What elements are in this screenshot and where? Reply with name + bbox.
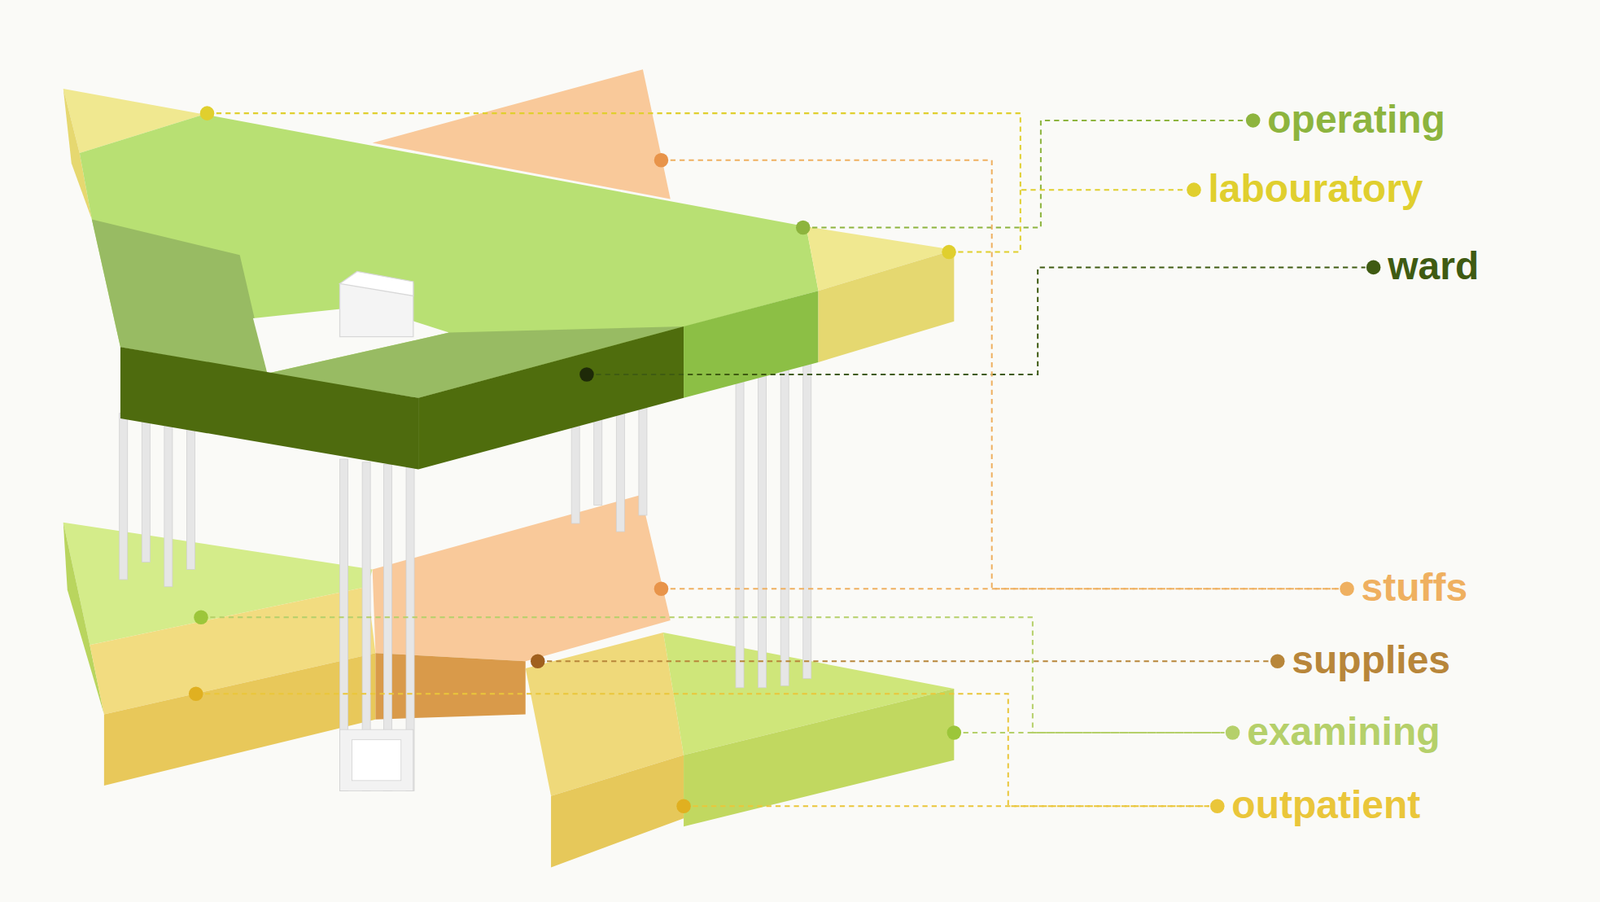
- zone-label: supplies: [1291, 638, 1451, 682]
- leader-dot: [1366, 260, 1382, 276]
- upper-floor: [63, 69, 955, 469]
- leader-dot: [654, 581, 669, 596]
- leader-dot: [188, 686, 204, 702]
- leader-line: [953, 731, 1225, 734]
- leader-line: [683, 804, 1210, 807]
- column: [119, 413, 128, 580]
- leader-dot: [947, 725, 962, 740]
- leader-line: [660, 587, 1339, 590]
- zone-label: operating: [1267, 97, 1446, 141]
- zone-label: stuffs: [1361, 566, 1469, 610]
- operating-slab-front: [683, 290, 819, 398]
- leader-line: [207, 113, 1186, 190]
- leader-dot: [530, 653, 546, 669]
- leader-dot: [1210, 798, 1225, 814]
- supplies-slab-front: [375, 652, 525, 719]
- column: [141, 415, 150, 562]
- leader-dot: [795, 220, 811, 236]
- leader-line: [201, 616, 1225, 733]
- leader-dot: [1225, 725, 1241, 740]
- column: [780, 361, 789, 687]
- lift-base: [340, 729, 414, 791]
- leader-line: [948, 189, 1021, 252]
- lift-car: [352, 739, 402, 781]
- examining-slab-side: [63, 522, 105, 715]
- leader-line: [586, 266, 1366, 375]
- leader-line: [660, 160, 1339, 589]
- ward-slab-front: [120, 346, 419, 469]
- leader-dots: [188, 105, 1381, 814]
- zone-label: ward: [1387, 244, 1479, 289]
- leader-dot: [1339, 581, 1355, 596]
- leader-dot: [1186, 182, 1202, 197]
- laboratory-slab-front: [818, 249, 955, 363]
- leader-line: [537, 660, 1270, 662]
- leader-dot: [193, 610, 209, 626]
- operating-slab-top: [79, 113, 819, 398]
- column: [186, 423, 195, 569]
- zone-label: labouratory: [1208, 167, 1424, 211]
- leader-dot: [1270, 653, 1286, 669]
- ward-inner-wall: [91, 218, 268, 373]
- leader-line: [196, 693, 1210, 806]
- leader-dot: [941, 244, 957, 260]
- lower-floor: [63, 494, 955, 867]
- column: [735, 369, 744, 688]
- leader-dot: [676, 798, 691, 814]
- leader-line: [803, 120, 1246, 228]
- leader-dot: [654, 153, 669, 168]
- outpatient-slab-front: [104, 652, 376, 786]
- leader-lines: [196, 113, 1366, 806]
- leader-dot: [1245, 113, 1261, 128]
- column: [758, 365, 767, 688]
- ward-slab-front-2: [418, 326, 684, 469]
- column: [803, 357, 812, 679]
- zone-label: outpatient: [1231, 783, 1421, 827]
- outpatient-slab-front-2: [550, 755, 684, 868]
- column: [164, 419, 173, 586]
- leader-dot: [579, 367, 595, 382]
- zone-label: examining: [1246, 709, 1440, 753]
- lift-head-top: [340, 271, 414, 296]
- stuffs-slab-top: [372, 494, 671, 661]
- leader-dot: [200, 105, 215, 121]
